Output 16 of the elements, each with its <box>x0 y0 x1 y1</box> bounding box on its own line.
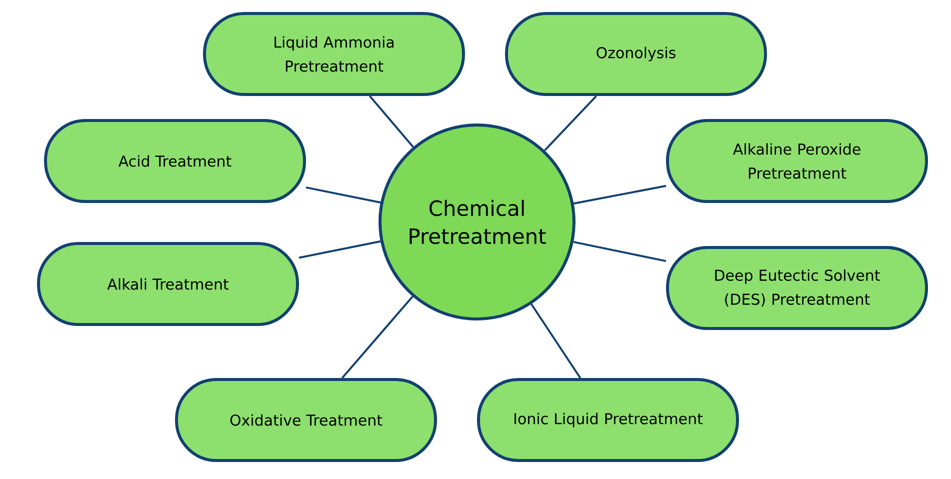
pill-box: Alkali Treatment <box>37 242 299 326</box>
connector-line <box>573 240 666 262</box>
connector-line <box>574 184 666 204</box>
pill-box: Ionic Liquid Pretreatment <box>477 378 739 462</box>
connector-line <box>368 95 414 148</box>
connector-line <box>530 304 582 379</box>
pill-box: Acid Treatment <box>44 119 306 203</box>
pill-box: Ozonolysis <box>505 12 767 96</box>
pill-box: Liquid Ammonia Pretreatment <box>203 12 465 96</box>
connector-line <box>544 95 597 152</box>
pill-box: Deep Eutectic Solvent (DES) Pretreatment <box>666 246 928 330</box>
pill-box: Oxidative Treatment <box>175 378 437 462</box>
connector-line <box>341 296 414 379</box>
connector-line <box>298 240 381 259</box>
pill-box: Alkaline Peroxide Pretreatment <box>666 119 928 203</box>
connector-line <box>306 186 381 204</box>
